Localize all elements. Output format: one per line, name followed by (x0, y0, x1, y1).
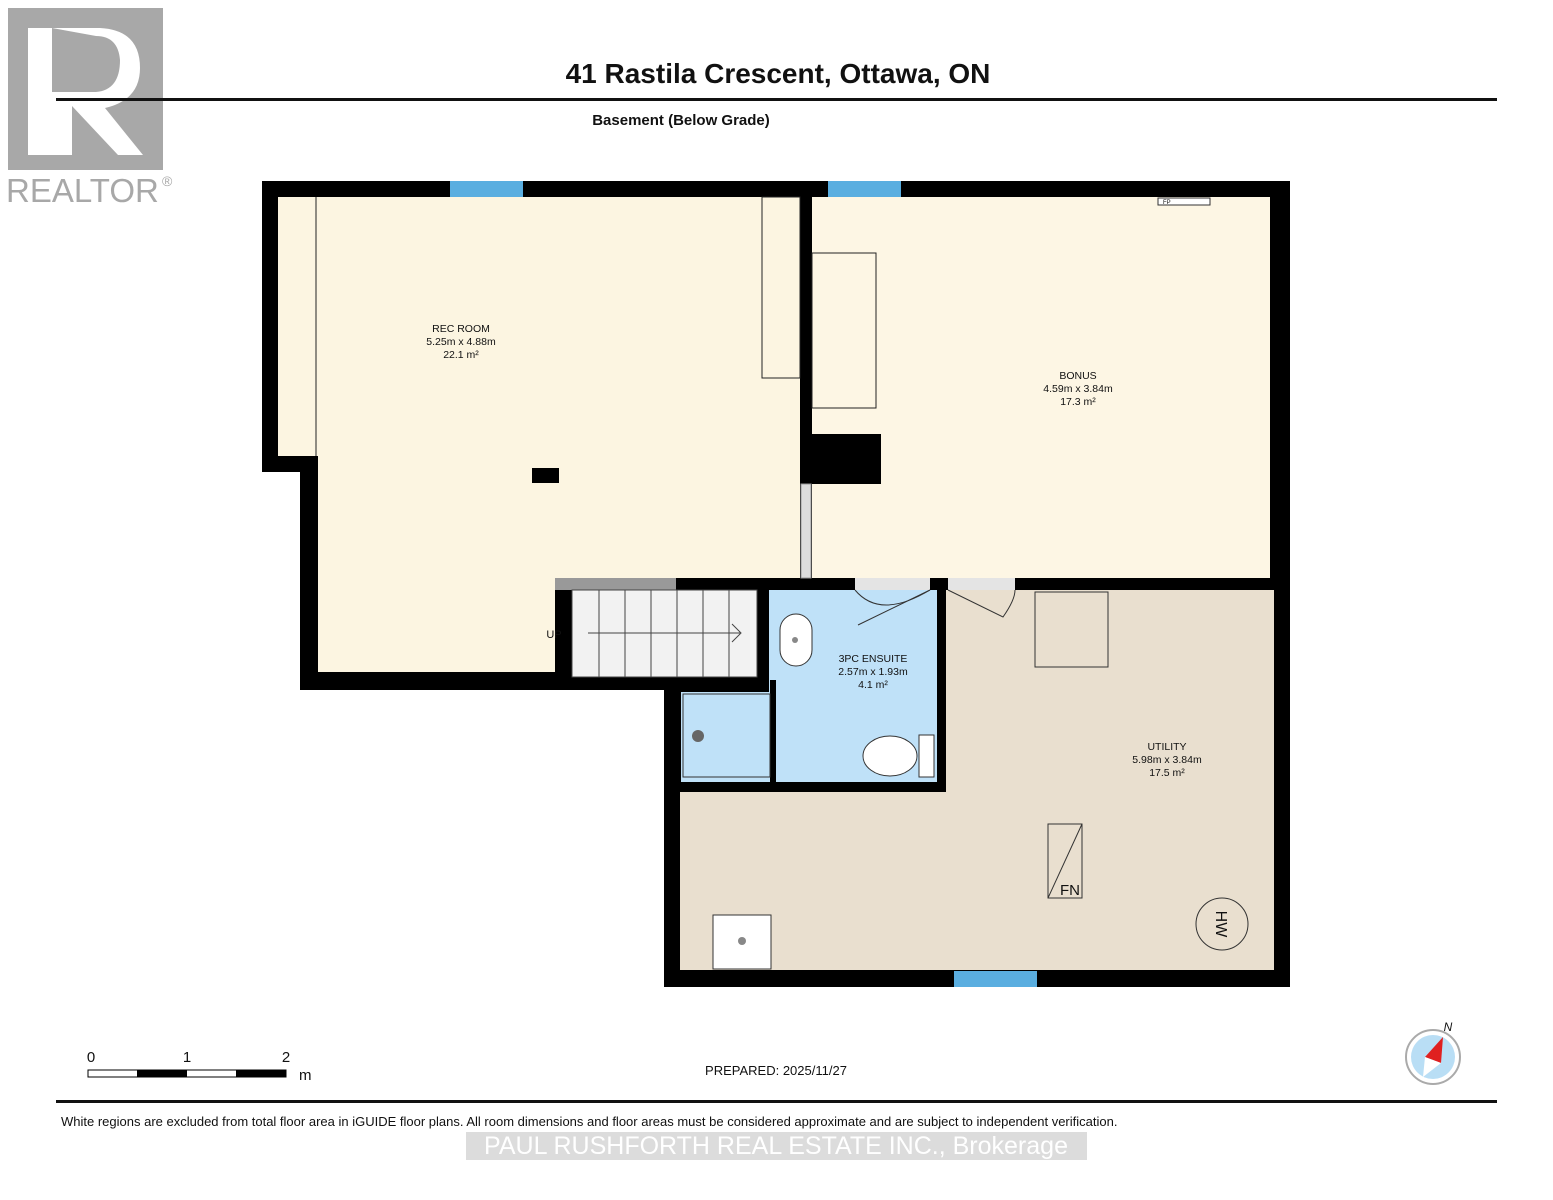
svg-text:2.57m x 1.93m: 2.57m x 1.93m (838, 666, 908, 678)
realtor-logo: REALTOR ® (6, 8, 173, 209)
prepared-date-text: PREPARED: 2025/11/27 (705, 1063, 847, 1078)
svg-text:4.59m x 3.84m: 4.59m x 3.84m (1043, 383, 1113, 395)
furnace (1047, 823, 1083, 899)
svg-text:5.98m x 3.84m: 5.98m x 3.84m (1132, 754, 1202, 766)
stairs-label: UP (546, 629, 561, 641)
svg-text:17.5 m²: 17.5 m² (1149, 767, 1185, 779)
svg-text:2: 2 (282, 1049, 290, 1066)
svg-text:22.1 m²: 22.1 m² (443, 349, 479, 361)
realtor-logo-text: REALTOR (6, 172, 159, 209)
svg-text:REC ROOM: REC ROOM (432, 323, 490, 335)
svg-text:17.3 m²: 17.3 m² (1060, 396, 1096, 408)
label-rec-room: REC ROOM 5.25m x 4.88m 22.1 m² (426, 323, 496, 361)
brokerage-banner (466, 1132, 1087, 1160)
svg-text:4.1 m²: 4.1 m² (858, 679, 888, 691)
page-title: 41 Rastila Crescent, Ottawa, ON (566, 58, 991, 89)
header-divider (56, 98, 1497, 101)
floor-label: Basement (Below Grade) (592, 112, 770, 129)
brokerage-name: PAUL RUSHFORTH REAL ESTATE INC., Brokera… (484, 1132, 1068, 1160)
stairs[interactable]: UP (546, 578, 758, 678)
room-bonus (812, 197, 1270, 578)
svg-text:FN: FN (1060, 882, 1080, 899)
column (532, 468, 559, 483)
compass-icon: N (1405, 1020, 1461, 1085)
svg-text:m: m (299, 1067, 312, 1084)
room-utility (680, 590, 1274, 970)
svg-text:5.25m x 4.88m: 5.25m x 4.88m (426, 336, 496, 348)
svg-text:N: N (1444, 1020, 1453, 1034)
water-heater (1195, 897, 1249, 951)
svg-text:FP: FP (1163, 200, 1171, 206)
fireplace (1157, 197, 1211, 206)
svg-text:3PC ENSUITE: 3PC ENSUITE (839, 653, 908, 665)
windows (450, 181, 1037, 987)
chimney (800, 434, 881, 484)
room-rec-room (278, 197, 800, 672)
svg-text:®: ® (162, 173, 173, 189)
svg-text:UTILITY: UTILITY (1147, 741, 1186, 753)
svg-text:BONUS: BONUS (1059, 370, 1096, 382)
svg-text:HW: HW (1212, 911, 1229, 939)
disclaimer: White regions are excluded from total fl… (61, 1114, 1117, 1129)
label-utility: UTILITY 5.98m x 3.84m 17.5 m² (1132, 741, 1202, 779)
svg-text:1: 1 (183, 1049, 191, 1066)
label-bonus: BONUS 4.59m x 3.84m 17.3 m² (1043, 370, 1113, 408)
svg-text:0: 0 (87, 1049, 95, 1066)
scale-bar: 0 1 2 m (87, 1049, 312, 1084)
footer-divider (56, 1100, 1497, 1103)
toilet (862, 735, 918, 777)
label-ensuite: 3PC ENSUITE 2.57m x 1.93m 4.1 m² (838, 653, 908, 691)
